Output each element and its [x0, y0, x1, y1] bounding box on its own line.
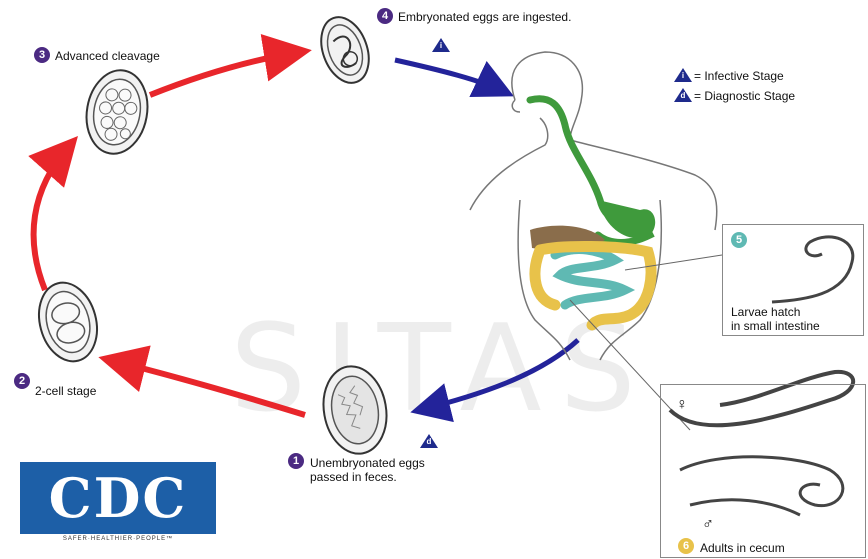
step-1-badge: 1: [288, 453, 304, 469]
arrow-2-to-3: [34, 145, 70, 290]
pointer-larvae: [625, 255, 722, 270]
stage-2-label: 2-cell stage: [35, 384, 96, 398]
step-4-badge: 4: [377, 8, 393, 24]
small-intestine: [555, 250, 625, 305]
stage-1-label-line2: passed in feces.: [310, 470, 397, 484]
female-symbol: ♀: [676, 398, 688, 412]
legend-infective-symbol: i: [674, 68, 692, 82]
cdc-logo: CDC SAFER·HEALTHIER·PEOPLE™: [20, 462, 216, 546]
cdc-logo-letters: CDC: [34, 468, 202, 528]
legend-diagnostic-symbol: d: [674, 88, 692, 102]
step-2-badge: 2: [14, 373, 30, 389]
step-6-badge: 6: [678, 538, 694, 554]
legend-diagnostic-text: = Diagnostic Stage: [694, 89, 795, 103]
arrow-3-to-4: [150, 52, 300, 95]
male-symbol: ♂: [702, 518, 714, 532]
cdc-logo-tagline: SAFER·HEALTHIER·PEOPLE™: [20, 536, 216, 542]
stage-4-label: Embryonated eggs are ingested.: [398, 10, 571, 24]
diagnostic-marker: d: [420, 434, 438, 448]
step-3-badge: 3: [34, 47, 50, 63]
infective-marker: i: [432, 38, 450, 52]
arrow-excretion: [420, 340, 578, 410]
stomach: [598, 200, 655, 238]
legend-infective-text: = Infective Stage: [694, 69, 784, 83]
stage-5-label-line2: in small intestine: [731, 319, 820, 333]
egg-unembryonated: [317, 361, 393, 458]
adults-box: [660, 384, 866, 558]
legend: i = Infective Stage d = Diagnostic Stage: [674, 66, 866, 106]
stage-5-label-line1: Larvae hatch: [731, 305, 800, 319]
stage-3-label: Advanced cleavage: [55, 49, 160, 63]
egg-advanced-cleavage: [80, 65, 154, 158]
egg-embryonated: [313, 11, 378, 90]
stage-1-label-line1: Unembryonated eggs: [310, 456, 425, 470]
step-5-badge: 5: [731, 232, 747, 248]
cdc-logo-box: CDC: [20, 462, 216, 534]
stage-6-label: Adults in cecum: [700, 541, 785, 555]
arrow-1-to-2: [110, 360, 305, 415]
arrow-ingestion: [395, 60, 505, 92]
